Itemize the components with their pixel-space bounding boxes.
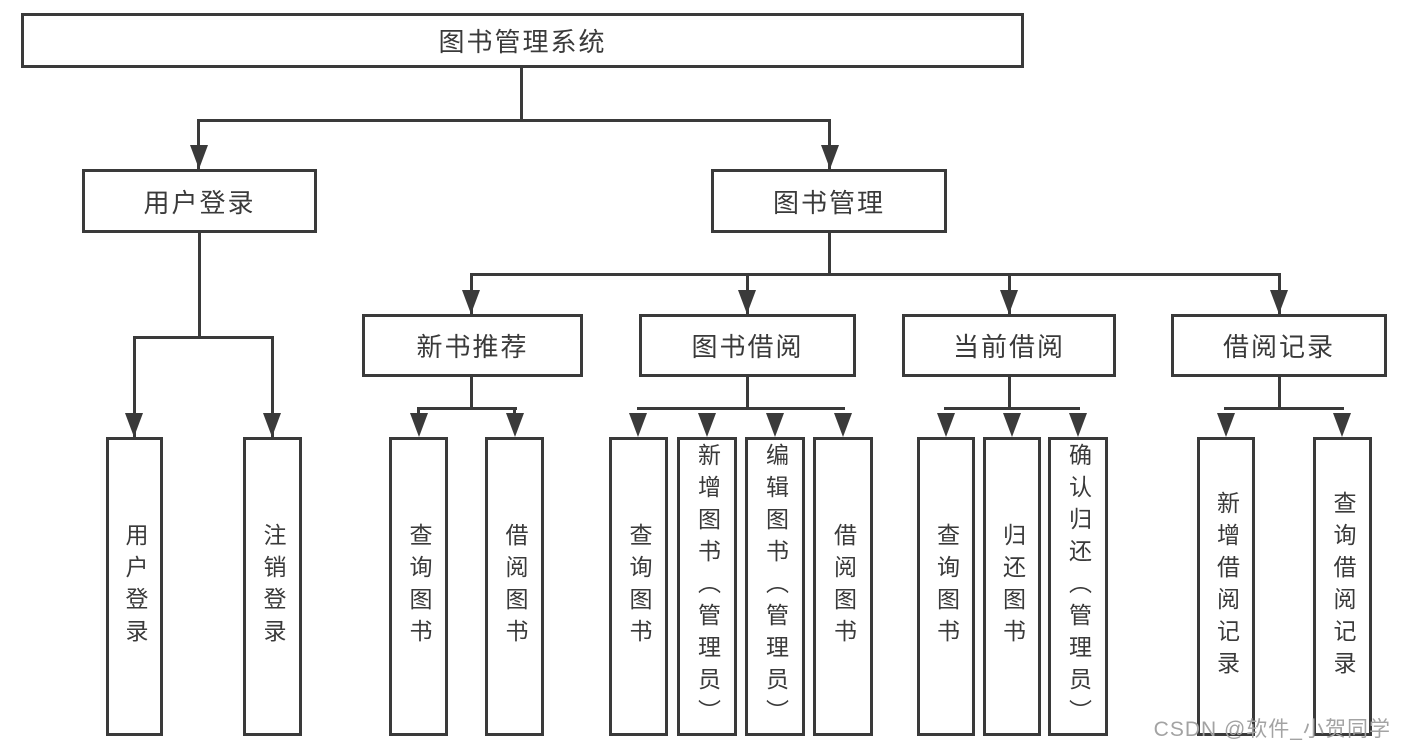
watermark: CSDN @软件_小贺同学 (1153, 718, 1391, 741)
arrow-down-icon (766, 413, 784, 437)
node-label: 新增借阅记录 (1213, 490, 1240, 683)
node-label: 查询借阅记录 (1330, 490, 1356, 683)
arrow-down-icon (698, 413, 716, 437)
node-borrow-records: 借阅记录 (1171, 314, 1387, 377)
node-query-book: 查询图书 (609, 437, 668, 736)
node-user-login-branch: 用户登录 (82, 169, 317, 233)
arrow-down-icon (190, 145, 208, 169)
node-return-book: 归还图书 (983, 437, 1041, 736)
arrow-down-icon (410, 413, 428, 437)
arrow-down-icon (821, 145, 839, 169)
node-label: 用户登录 (122, 522, 148, 651)
arrow-down-icon (1217, 413, 1235, 437)
node-label: 用户登录 (143, 187, 256, 218)
connector-line (1224, 407, 1344, 410)
node-label: 当前借阅 (952, 332, 1065, 362)
arrow-down-icon (629, 413, 647, 437)
connector-line (470, 377, 473, 410)
connector-line (520, 68, 523, 119)
node-system-root: 图书管理系统 (21, 13, 1024, 68)
arrow-down-icon (1333, 413, 1351, 437)
node-user-login-action: 用户登录 (106, 437, 163, 736)
node-query-book: 查询图书 (917, 437, 975, 736)
node-confirm-return-admin: 确认归还（管理员） (1048, 437, 1108, 736)
arrow-down-icon (462, 290, 480, 314)
node-borrow-book: 借阅图书 (813, 437, 873, 736)
connector-line (637, 407, 845, 410)
connector-line (197, 119, 200, 169)
connector-line (944, 407, 1080, 410)
node-label: 借阅图书 (502, 522, 528, 651)
connector-line (198, 233, 201, 338)
node-add-book-admin: 新增图书（管理员） (677, 437, 737, 736)
node-book-borrow: 图书借阅 (639, 314, 856, 377)
arrow-down-icon (506, 413, 524, 437)
node-new-book-recommend: 新书推荐 (362, 314, 583, 377)
connector-line (1008, 377, 1011, 410)
connector-line (133, 336, 274, 339)
arrow-down-icon (738, 290, 756, 314)
arrow-down-icon (937, 413, 955, 437)
arrow-down-icon (1000, 290, 1018, 314)
connector-line (417, 407, 517, 410)
connector-line (470, 273, 1281, 276)
connector-line (746, 377, 749, 410)
arrow-down-icon (1069, 413, 1087, 437)
connector-line (1278, 377, 1281, 410)
node-label: 确认归还（管理员） (1065, 442, 1092, 731)
node-book-management-branch: 图书管理 (711, 169, 947, 233)
connector-line (828, 233, 831, 276)
node-label: 归还图书 (999, 522, 1026, 651)
node-label: 新书推荐 (416, 332, 529, 362)
connector-line (133, 336, 136, 437)
node-label: 查询图书 (626, 522, 652, 651)
arrow-down-icon (834, 413, 852, 437)
connector-line (828, 119, 831, 169)
node-label: 查询图书 (933, 522, 960, 651)
node-label: 图书管理 (772, 187, 885, 218)
node-query-book: 查询图书 (389, 437, 448, 736)
node-logout-action: 注销登录 (243, 437, 302, 736)
node-add-borrow-record: 新增借阅记录 (1197, 437, 1255, 736)
arrow-down-icon (263, 413, 281, 437)
node-label: 借阅记录 (1222, 332, 1335, 362)
node-edit-book-admin: 编辑图书（管理员） (745, 437, 805, 736)
arrow-down-icon (125, 413, 143, 437)
node-current-borrow: 当前借阅 (902, 314, 1116, 377)
node-label: 图书借阅 (691, 332, 804, 362)
node-label: 新增图书（管理员） (694, 442, 721, 731)
node-label: 借阅图书 (830, 522, 857, 651)
node-label: 编辑图书（管理员） (762, 442, 789, 731)
node-label: 图书管理系统 (438, 27, 607, 57)
arrow-down-icon (1003, 413, 1021, 437)
node-label: 查询图书 (406, 522, 432, 651)
connector-line (271, 336, 274, 437)
node-label: 注销登录 (260, 522, 286, 651)
arrow-down-icon (1270, 290, 1288, 314)
connector-line (197, 119, 831, 122)
node-borrow-book: 借阅图书 (485, 437, 544, 736)
node-query-borrow-record: 查询借阅记录 (1313, 437, 1372, 736)
